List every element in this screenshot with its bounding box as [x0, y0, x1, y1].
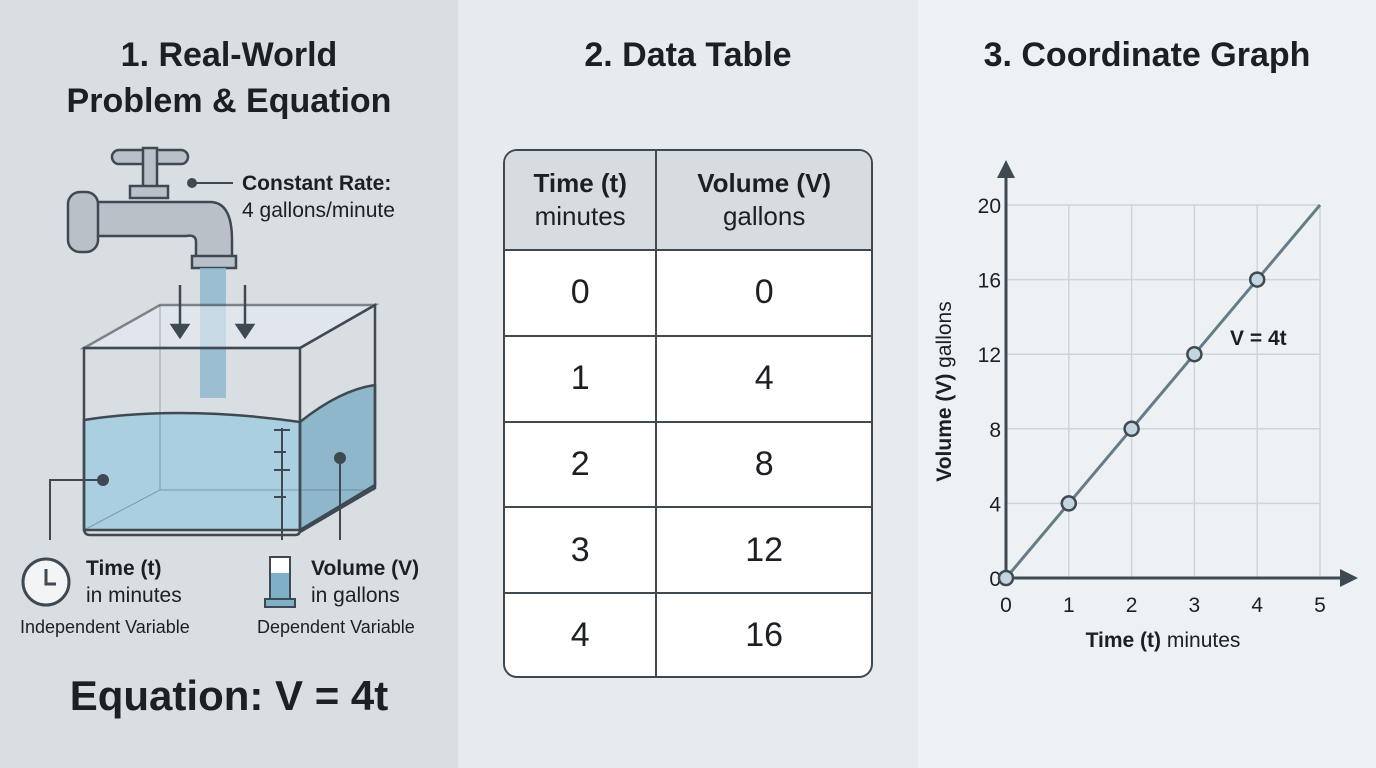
time-label: Time (t): [86, 557, 162, 580]
graduated-cylinder-icon: [264, 556, 296, 608]
x-tick-label: 4: [1251, 594, 1263, 617]
data-point: [1060, 495, 1078, 512]
time-unit: in minutes: [86, 584, 182, 607]
cell: 8: [657, 423, 871, 509]
x-tick-label: 3: [1189, 594, 1201, 617]
y-tick-label: 0: [989, 568, 1001, 591]
dependent-variable-label: Dependent Variable: [257, 617, 415, 637]
y-tick-label: 12: [978, 344, 1001, 367]
y-tick-label: 16: [978, 270, 1001, 293]
faucet-icon: [66, 146, 238, 270]
volume-variable: Volume (V) in gallons: [311, 555, 419, 609]
column-header-time: Time (t)minutes: [505, 151, 658, 251]
y-axis-label: Volume (V) gallons: [933, 301, 956, 482]
panel-title: 3. Coordinate Graph: [983, 36, 1311, 74]
column-header-volume: Volume (V)gallons: [657, 151, 871, 251]
down-arrow-icons: [169, 285, 256, 340]
cell: 0: [505, 251, 658, 337]
clock-icon: [21, 557, 71, 607]
equation: Equation: V = 4t: [69, 672, 389, 719]
header-unit: minutes: [534, 201, 626, 231]
header-label: Volume (V): [697, 168, 832, 198]
data-point: [1123, 420, 1140, 438]
cell: 3: [505, 508, 658, 595]
faucet-tank-illustration: [49, 146, 380, 540]
table-header: Time (t)minutes Volume (V)gallons: [505, 151, 871, 251]
title-line: Problem & Equation: [66, 82, 392, 120]
tank: [79, 302, 380, 537]
volume-unit: in gallons: [311, 584, 400, 607]
rate-callout: Constant Rate: 4 gallons/minute: [242, 170, 395, 224]
y-tick-label: 20: [978, 195, 1001, 218]
cell: 0: [657, 251, 871, 337]
equation-annotation: V = 4t: [1230, 327, 1287, 350]
y-tick-label: 8: [989, 419, 1001, 442]
data-point: [1248, 271, 1266, 288]
y-tick-label: 4: [989, 493, 1001, 516]
rate-value: 4 gallons/minute: [242, 199, 395, 222]
x-tick-label: 0: [1000, 594, 1012, 617]
cell: 1: [505, 336, 658, 423]
cell: 4: [657, 337, 871, 423]
header-unit: gallons: [722, 201, 806, 231]
cell: 12: [657, 508, 871, 595]
x-tick-label: 5: [1314, 594, 1326, 617]
data-line: [1004, 204, 1322, 579]
independent-variable-label: Independent Variable: [20, 617, 190, 637]
cell: 4: [505, 594, 658, 676]
data-point: [1186, 345, 1203, 363]
y-axis-arrow-icon: [997, 160, 1015, 178]
x-axis-arrow-icon: [1340, 569, 1358, 587]
cell: 16: [745, 615, 784, 654]
x-tick-label: 1: [1063, 594, 1075, 617]
table-panel: 2. Data Table Time (t)minutes Volume (V)…: [458, 0, 918, 768]
table-row: 4 16: [505, 594, 871, 676]
volume-label: Volume (V): [311, 557, 420, 580]
x-axis-label: Time (t) minutes: [1086, 629, 1241, 652]
leader-lines: [49, 178, 346, 540]
time-variable: Time (t) in minutes: [86, 555, 182, 609]
title-line: 1. Real-World: [120, 36, 338, 74]
x-tick-label: 2: [1126, 594, 1138, 617]
header-label: Time (t): [533, 168, 627, 198]
cell: 2: [505, 422, 658, 509]
rate-label: Constant Rate:: [242, 172, 392, 195]
data-point: [997, 569, 1015, 587]
panel-title: 2. Data Table: [584, 36, 792, 74]
